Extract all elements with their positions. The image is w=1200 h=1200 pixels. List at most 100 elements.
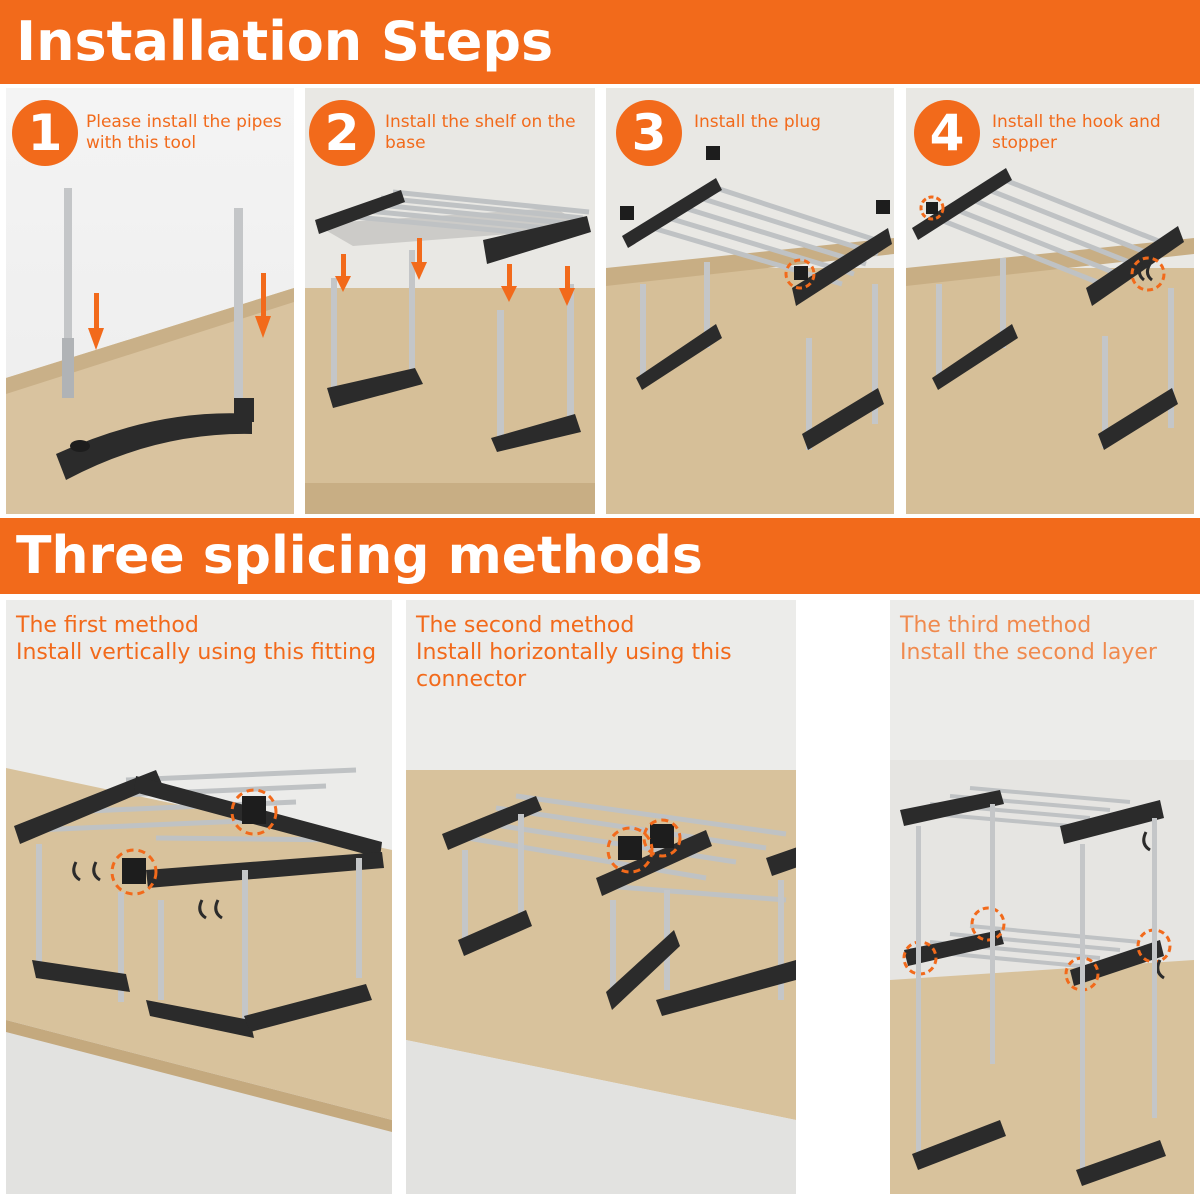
pipes <box>936 258 1174 448</box>
method-1-illustration <box>6 767 392 1194</box>
base-left <box>458 910 532 956</box>
base-left <box>32 960 130 992</box>
method-3-illustration <box>890 760 1194 1194</box>
step-number-badge: 1 <box>12 100 78 166</box>
arrow-down-icon <box>335 238 575 306</box>
table-surface <box>606 268 894 514</box>
shelf-frame-joined <box>146 852 384 888</box>
pipes <box>331 250 574 442</box>
pipes <box>36 844 362 1020</box>
plug-icon <box>876 200 890 214</box>
connector-fitting-icon <box>122 858 146 884</box>
highlight-circle <box>1130 256 1166 292</box>
base-middle <box>606 930 680 1010</box>
step-description: Install the hook and stopper <box>992 112 1161 153</box>
method-instruction: Install the second layer <box>900 640 1157 665</box>
shelf-frame-top-right <box>1060 800 1164 844</box>
arrow-down-icon <box>88 273 271 350</box>
hook-icon <box>72 861 223 920</box>
method-description: The first method Install vertically usin… <box>16 612 386 666</box>
step-3-illustration <box>606 146 894 514</box>
method-panel-2: The second method Install horizontally u… <box>406 600 796 1194</box>
base-right <box>1098 388 1178 450</box>
step-description: Install the plug <box>694 112 821 132</box>
plug-icon <box>794 266 808 280</box>
step-number-badge: 3 <box>616 100 682 166</box>
step-description: Install the shelf on the base <box>385 112 576 153</box>
step-4-illustration <box>906 168 1194 514</box>
shelf-frame-left <box>912 168 1012 240</box>
highlight-circle <box>230 788 278 836</box>
step-panel-3: 3 Install the plug <box>606 88 894 514</box>
step-panel-1: 1 Please install the pipes with this too… <box>6 88 294 514</box>
section-title-installation-steps: Installation Steps <box>0 0 1200 84</box>
highlight-circle <box>919 195 945 221</box>
pipes <box>916 804 1157 1170</box>
cabinet-front <box>6 1020 392 1194</box>
shelf-frame-right <box>766 847 796 876</box>
table-edge <box>6 288 294 394</box>
highlight-circle <box>606 826 654 874</box>
step-2-illustration <box>305 189 595 514</box>
method-title: The third method <box>900 613 1092 638</box>
hook-icon <box>1137 263 1153 282</box>
table-surface <box>906 268 1194 514</box>
method-panel-1: The first method Install vertically usin… <box>6 600 392 1194</box>
base-left <box>932 324 1018 390</box>
step-description: Please install the pipes with this tool <box>86 112 282 153</box>
pipe-left-lower <box>62 338 74 398</box>
shelf-frame-front <box>14 770 162 844</box>
base-right <box>802 388 884 450</box>
shelf-frame-left <box>442 796 542 850</box>
connector-icon <box>650 824 674 848</box>
step-number-badge: 4 <box>914 100 980 166</box>
pipe-right <box>234 208 243 408</box>
base-left <box>327 368 423 408</box>
step-panel-4: 4 Install the hook and stopper <box>906 88 1194 514</box>
method-instruction: Install horizontally using this connecto… <box>416 640 732 692</box>
plug-icon <box>620 206 634 220</box>
shelf-frame-top-left <box>900 790 1004 826</box>
shelf-frame-right <box>792 228 892 306</box>
method-title: The second method <box>416 613 635 638</box>
base-left <box>636 324 722 390</box>
base-right <box>656 960 796 1016</box>
base-foot <box>56 413 252 480</box>
shelf-frame-middle <box>596 830 712 896</box>
table-edge <box>305 483 595 514</box>
stopper-icon <box>926 202 938 214</box>
pipes <box>640 262 878 450</box>
step-number-badge: 2 <box>309 100 375 166</box>
highlight-circle <box>784 258 816 290</box>
shelf-frame-right <box>1086 226 1184 306</box>
connector-icon <box>618 836 642 860</box>
method-instruction: Install vertically using this fitting <box>16 640 377 665</box>
section-title-splicing-methods: Three splicing methods <box>0 518 1200 594</box>
plug-icon <box>706 146 720 160</box>
method-description: The third method Install the second laye… <box>900 612 1190 666</box>
base-right <box>244 984 372 1032</box>
shelf-rods <box>645 183 889 287</box>
base-middle <box>146 1000 254 1038</box>
pipe-left <box>64 188 72 398</box>
base-hole <box>70 440 90 452</box>
base-right <box>1076 1140 1166 1186</box>
highlight-circle <box>110 848 158 896</box>
step-1-illustration <box>6 188 294 514</box>
shelf-frame-left <box>622 178 722 248</box>
shelf-frame-right <box>483 216 591 264</box>
method-title: The first method <box>16 613 199 638</box>
shelf-rods <box>935 175 1167 287</box>
base-right <box>491 414 581 452</box>
table-edge <box>6 1020 392 1132</box>
method-2-illustration <box>406 770 796 1194</box>
hook-icon <box>1142 831 1165 980</box>
method-panel-3: The third method Install the second laye… <box>890 600 1194 1194</box>
table-surface <box>6 768 392 1120</box>
step-panel-2: 2 Install the shelf on the base <box>305 88 595 514</box>
highlight-circle <box>642 818 682 858</box>
cabinet-front <box>406 1040 796 1194</box>
base-socket <box>234 398 254 422</box>
base-left <box>912 1120 1006 1170</box>
connector-fitting-icon <box>242 796 266 824</box>
